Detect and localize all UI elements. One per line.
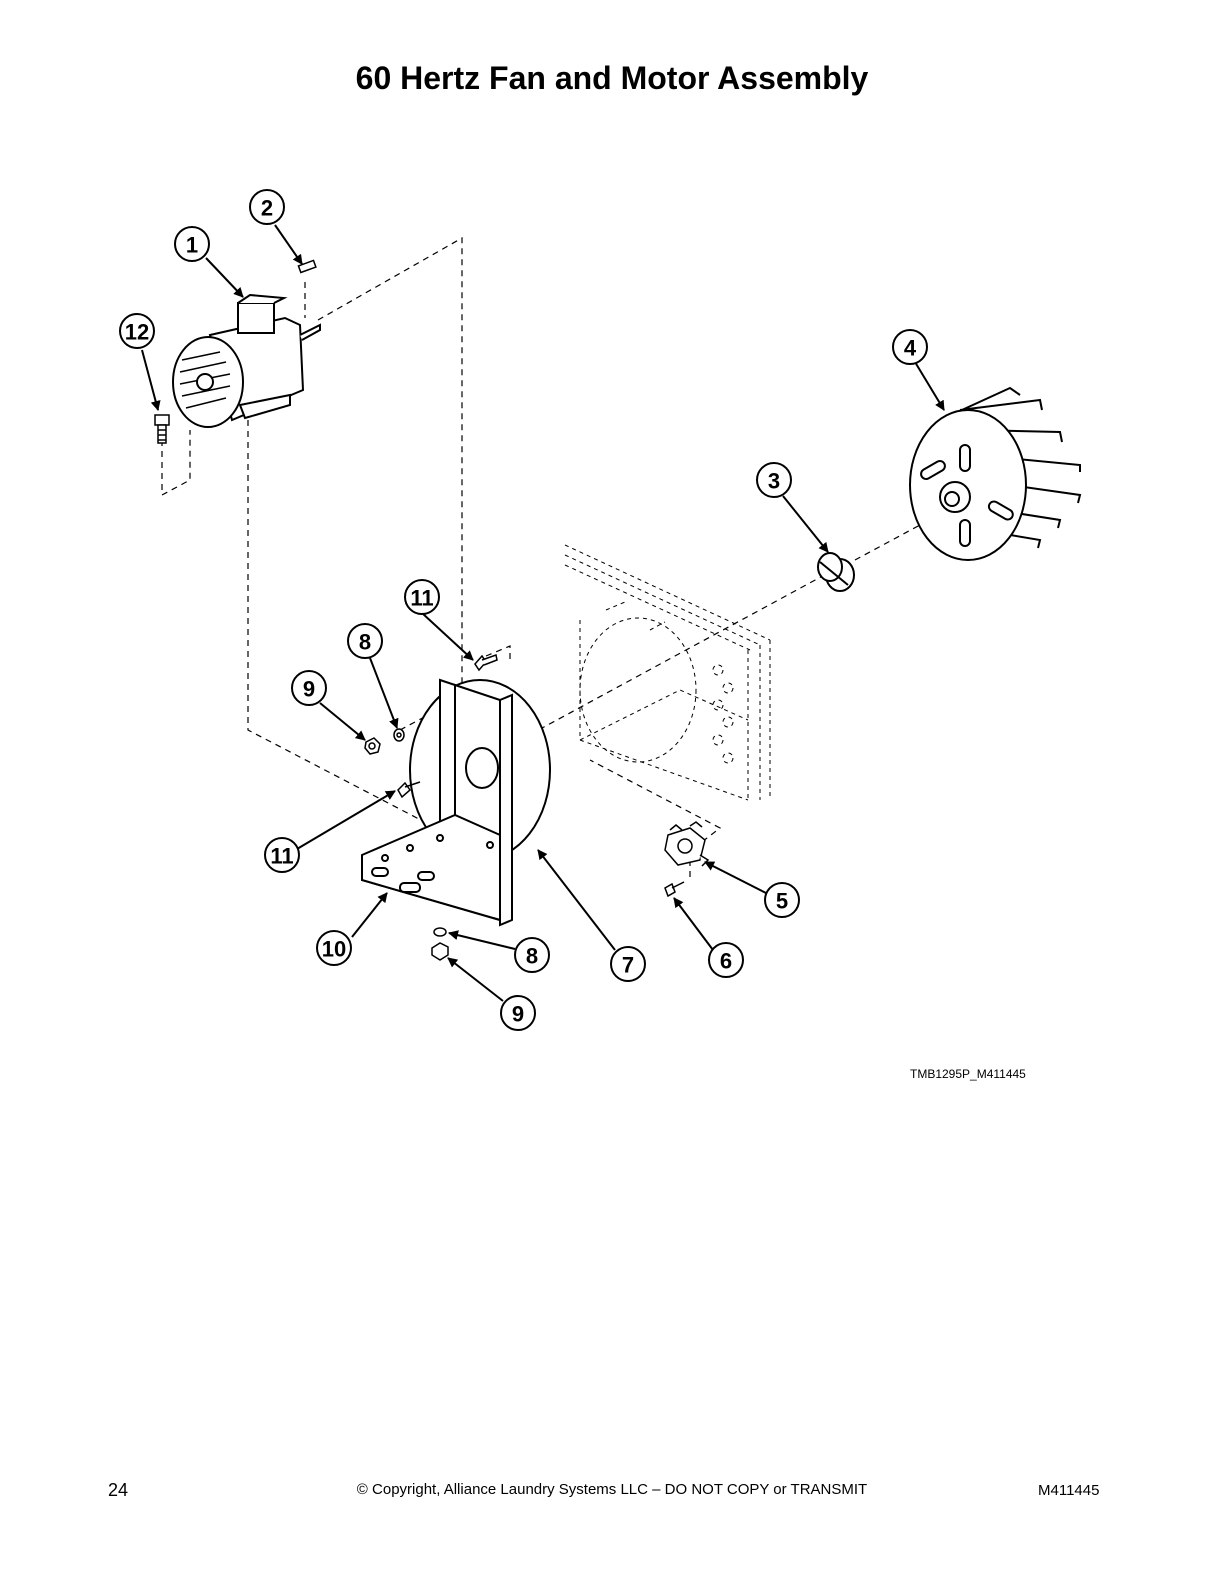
callout-number: 3 (768, 469, 780, 494)
callout-number: 4 (904, 336, 917, 361)
callout-10 (316, 930, 352, 966)
fastener-hardware (364, 654, 498, 961)
page-title: 60 Hertz Fan and Motor Assembly (355, 60, 869, 96)
machine-frame-outline (564, 544, 771, 801)
callout-number: 10 (322, 937, 346, 962)
callout-8b (514, 937, 550, 973)
callout-1 (174, 226, 210, 262)
callout-9a (291, 670, 327, 706)
page-number: 24 (108, 1480, 129, 1500)
fan-wheel (909, 386, 1082, 561)
mounting-bracket (361, 678, 551, 927)
key (297, 259, 317, 274)
callout-number: 8 (526, 944, 538, 969)
callout-number: 12 (125, 320, 149, 345)
callout-number: 9 (303, 677, 315, 702)
callout-number: 7 (622, 953, 634, 978)
thermal-switch (664, 821, 710, 867)
motor (172, 293, 321, 428)
callout-number: 6 (720, 949, 732, 974)
callout-4 (892, 329, 928, 365)
switch-screw (664, 881, 685, 898)
callout-5 (764, 882, 800, 918)
callout-markers (119, 189, 928, 1031)
callout-8a (347, 623, 383, 659)
drawing-id: TMB1295P_M411445 (910, 1067, 1026, 1081)
callout-number: 11 (270, 844, 293, 869)
callout-number: 2 (261, 196, 273, 221)
callout-number: 5 (776, 889, 788, 914)
callout-number: 11 (410, 586, 433, 611)
callout-number: 1 (186, 233, 198, 258)
callout-7 (610, 946, 646, 982)
callout-6 (708, 942, 744, 978)
leader-lines (141, 224, 945, 1002)
callout-9b (500, 995, 536, 1031)
callout-number: 8 (359, 630, 371, 655)
callout-11a (404, 579, 440, 615)
callout-numbers: 1 2 12 4 3 11 8 9 11 5 6 7 10 8 9 (125, 196, 917, 1027)
callout-11b (264, 837, 300, 873)
document-id: M411445 (1038, 1482, 1100, 1499)
callout-number: 9 (512, 1002, 524, 1027)
callout-2 (249, 189, 285, 225)
callout-12 (119, 313, 155, 349)
bushing (817, 552, 855, 592)
callout-3 (756, 462, 792, 498)
copyright-notice: © Copyright, Alliance Laundry Systems LL… (356, 1481, 868, 1498)
motor-bolt (154, 414, 170, 444)
